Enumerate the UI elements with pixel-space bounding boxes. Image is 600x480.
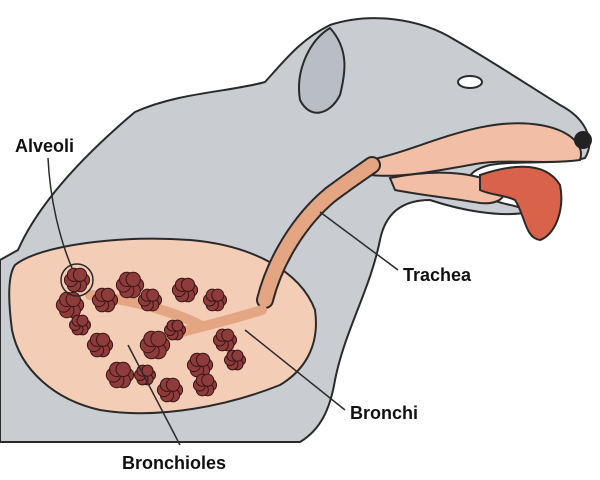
bronchioles-leader xyxy=(127,344,181,446)
lower-jaw xyxy=(388,171,505,205)
alveolus xyxy=(231,349,244,362)
alveolus xyxy=(165,377,181,392)
alveoli-clusters xyxy=(55,267,246,403)
ear xyxy=(298,26,346,114)
leader-lines xyxy=(47,157,399,446)
alveolus xyxy=(211,288,225,302)
alveolus xyxy=(150,330,167,348)
label-trachea: Trachea xyxy=(403,265,472,285)
bronchi-leader xyxy=(244,329,346,411)
alveolus xyxy=(100,287,116,302)
alveolus xyxy=(171,319,184,332)
label-bronchioles: Bronchioles xyxy=(122,453,227,473)
alveolus xyxy=(115,361,131,378)
alveolus xyxy=(72,267,88,282)
alveolus xyxy=(221,328,235,342)
alveolus xyxy=(146,288,160,302)
alveolus xyxy=(65,291,81,308)
label-bronchi: Bronchi xyxy=(350,403,419,423)
alveoli-highlight-ring xyxy=(60,263,94,297)
tongue xyxy=(479,165,563,242)
alveolus xyxy=(201,373,215,387)
trachea-leader xyxy=(319,211,399,271)
alveolus xyxy=(95,332,111,347)
alveolus xyxy=(195,352,211,367)
trachea-fill xyxy=(258,158,379,307)
alveolus xyxy=(76,314,89,327)
alveolus xyxy=(180,277,196,292)
eye xyxy=(457,75,483,89)
label-alveoli: Alveoli xyxy=(15,136,75,156)
alveolus xyxy=(125,271,141,288)
alveoli-leader xyxy=(47,157,73,269)
nose xyxy=(574,131,592,149)
